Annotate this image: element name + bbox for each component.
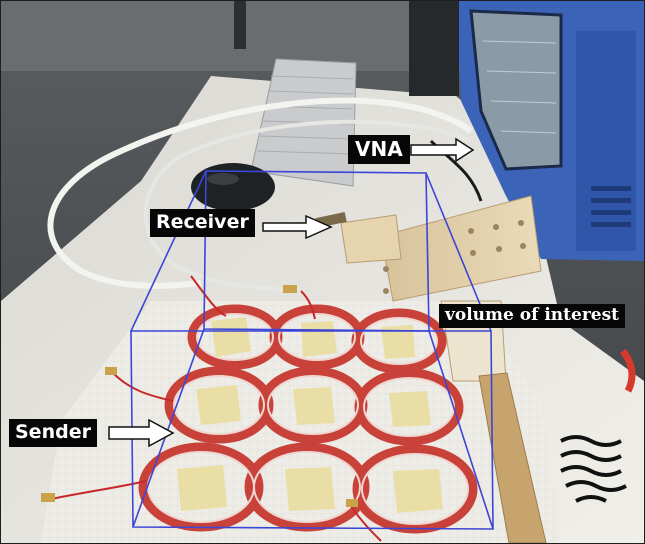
sender-coil	[244, 442, 370, 532]
sender-cable	[143, 119, 472, 293]
receiver-label: Receiver	[150, 209, 255, 237]
red-clip	[620, 348, 636, 393]
vna-screen	[469, 9, 563, 171]
feed-wires	[50, 275, 382, 542]
sender-label: Sender	[9, 419, 97, 447]
coiled-cable	[560, 435, 627, 503]
wooden-arm-vertical	[380, 195, 542, 302]
wooden-rail	[478, 372, 547, 543]
vna-screen-traces	[482, 40, 557, 134]
receiver-cable	[47, 97, 473, 289]
vna-label: VNA	[348, 135, 410, 164]
tape-patches	[177, 317, 443, 513]
mouse-highlight	[207, 173, 239, 185]
sender-coil	[351, 308, 447, 374]
monitor-stand	[409, 1, 459, 96]
sender-arrow	[108, 418, 175, 448]
receiver-arrow	[262, 214, 333, 240]
wooden-arm-block	[340, 214, 402, 264]
arm-holes	[383, 220, 526, 294]
desk-leg	[234, 1, 246, 49]
voi-edge	[132, 328, 205, 528]
volume-of-interest-label: volume of interest	[439, 304, 626, 328]
vna-vent-slots	[591, 186, 631, 227]
voi-edge	[130, 170, 207, 332]
mouse	[191, 163, 275, 211]
sender-coil	[354, 368, 464, 446]
vna-arrow	[410, 137, 475, 163]
vna-side-panel	[576, 31, 636, 251]
connectors	[41, 285, 358, 507]
voi-edge	[428, 330, 494, 530]
